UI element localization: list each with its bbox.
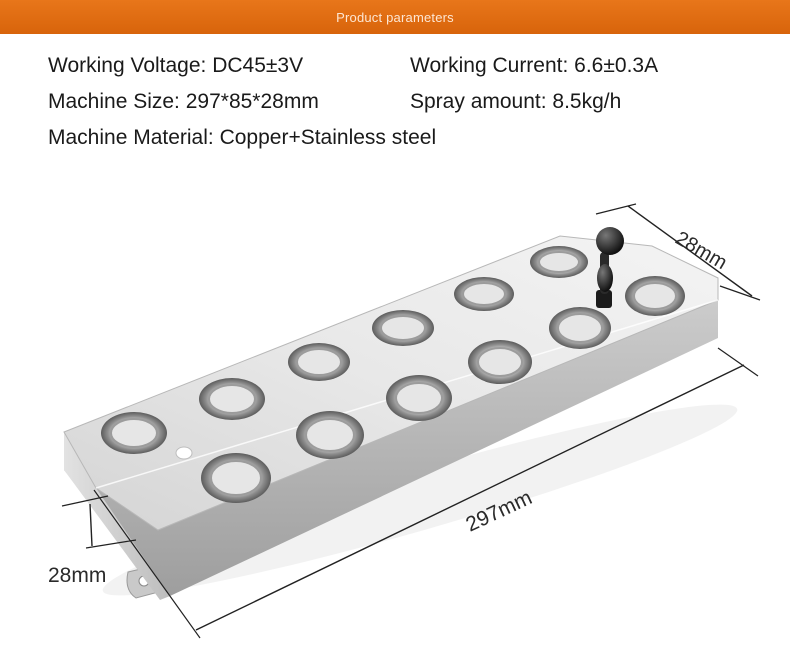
header-title: Product parameters (336, 9, 454, 25)
spec-working-current: Working Current: 6.6±0.3A (410, 54, 659, 77)
transducer-ring-icon (530, 246, 588, 278)
transducer-ring-icon (296, 411, 364, 459)
transducer-front-row (201, 276, 685, 503)
transducer-ring-icon (386, 375, 452, 421)
transducer-back-row (101, 246, 588, 454)
indicator-light-icon (175, 446, 193, 460)
float-switch-icon (596, 227, 624, 308)
transducer-ring-icon (468, 340, 532, 384)
spec-working-voltage: Working Voltage: DC45±3V (48, 54, 304, 77)
transducer-ring-icon (288, 343, 350, 381)
product-end-face (64, 432, 170, 600)
transducer-ring-icon (549, 307, 611, 349)
front-height-dimension: 28mm (48, 495, 137, 587)
spec-spray-amount: Spray amount: 8.5kg/h (410, 90, 622, 113)
spec-machine-material: Machine Material: Copper+Stainless steel (48, 126, 437, 149)
transducer-ring-icon (199, 378, 265, 420)
transducer-ring-icon (101, 412, 167, 454)
transducer-ring-icon (201, 453, 271, 503)
front-height-label: 28mm (48, 564, 106, 587)
transducer-ring-icon (625, 276, 685, 316)
spec-machine-size: Machine Size: 297*85*28mm (48, 90, 319, 113)
transducer-ring-icon (372, 310, 434, 346)
transducer-ring-icon (454, 277, 514, 311)
header-bar: Product parameters (0, 0, 790, 34)
